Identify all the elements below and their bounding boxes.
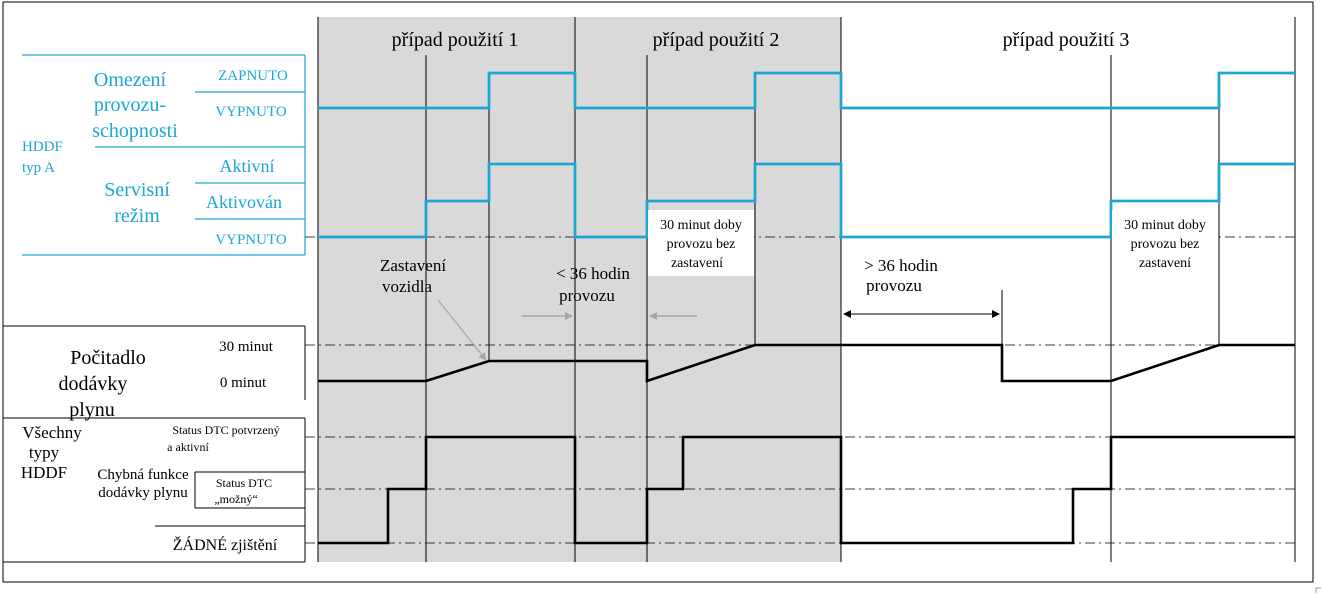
run30-annotation-1: 30 minut doby (660, 218, 742, 233)
run30b-annotation-1: 30 minut doby (1124, 218, 1206, 233)
stop-annotation-1: Zastavení (380, 256, 446, 275)
event-markers (425, 55, 1220, 562)
run30b-annotation-box (1112, 210, 1218, 276)
run30b-annotation-3: zastavení (1139, 256, 1191, 271)
dtc-possible-label-1: Status DTC (216, 476, 272, 490)
limit-label-1: Omezení (94, 69, 167, 91)
limit-on-label: ZAPNUTO (218, 68, 288, 84)
service-active-label: Aktivní (219, 156, 274, 176)
dtc-possible-label-2: „možný“ (214, 492, 257, 506)
counter-min-label: 0 minut (220, 375, 267, 391)
lt36-annotation-1: < 36 hodin (556, 264, 630, 283)
counter-signal (318, 343, 1295, 383)
counter-label-1: Počitadlo (70, 347, 146, 369)
fault-label-2: dodávky plynu (98, 485, 188, 501)
run30-annotation-2: provozu bez (667, 237, 736, 252)
limit-label-3: schopnosti (92, 120, 178, 142)
service-signal (318, 162, 1295, 239)
gt36-annotation-2: provozu (866, 276, 922, 295)
limit-label-2: provozu- (94, 94, 166, 116)
dtc-confirmed-label-1: Status DTC potvrzený (172, 423, 279, 437)
run30-annotation-box (648, 210, 754, 276)
counter-label-2: dodávky (59, 373, 128, 395)
all-types-label-grid (3, 417, 306, 563)
hddf-a-group-label-2: typ A (22, 160, 55, 176)
gt36-annotation-1: > 36 hodin (864, 256, 938, 275)
all-types-label-1: Všechny (22, 423, 82, 442)
hddf-a-label-grid (22, 54, 306, 256)
all-types-label-3: HDDF (21, 463, 67, 482)
run30-annotation-3: zastavení (671, 256, 723, 271)
run30b-annotation-2: provozu bez (1131, 237, 1200, 252)
corner-mark (1315, 587, 1321, 593)
dtc-status-signal (318, 435, 1295, 545)
hddf-a-group-label-1: HDDF (22, 139, 63, 155)
case-3-title: případ použití 3 (1003, 29, 1130, 51)
fault-label-1: Chybná funkce (97, 467, 189, 483)
stop-annotation-pointer (437, 299, 487, 361)
no-detection-label: ŽÁDNÉ zjištění (173, 535, 278, 554)
all-types-label-2: typy (29, 443, 60, 462)
lt36-annotation-2: provozu (559, 286, 615, 305)
stop-annotation-2: vozidla (382, 277, 432, 296)
counter-label-3: plynu (69, 399, 115, 421)
case-2-title: případ použití 2 (653, 29, 780, 51)
counter-max-label: 30 minut (219, 339, 274, 355)
limit-signal (318, 71, 1295, 110)
outer-frame (2, 1, 1314, 583)
case-1-title: případ použití 1 (392, 29, 519, 51)
service-off-label: VYPNUTO (215, 232, 287, 248)
limit-off-label: VYPNUTO (215, 104, 287, 120)
service-label-2: režim (114, 205, 160, 227)
dtc-confirmed-label-2: a aktivní (167, 440, 209, 454)
service-label-1: Servisní (104, 179, 170, 201)
service-activated-label: Aktivován (206, 192, 282, 212)
